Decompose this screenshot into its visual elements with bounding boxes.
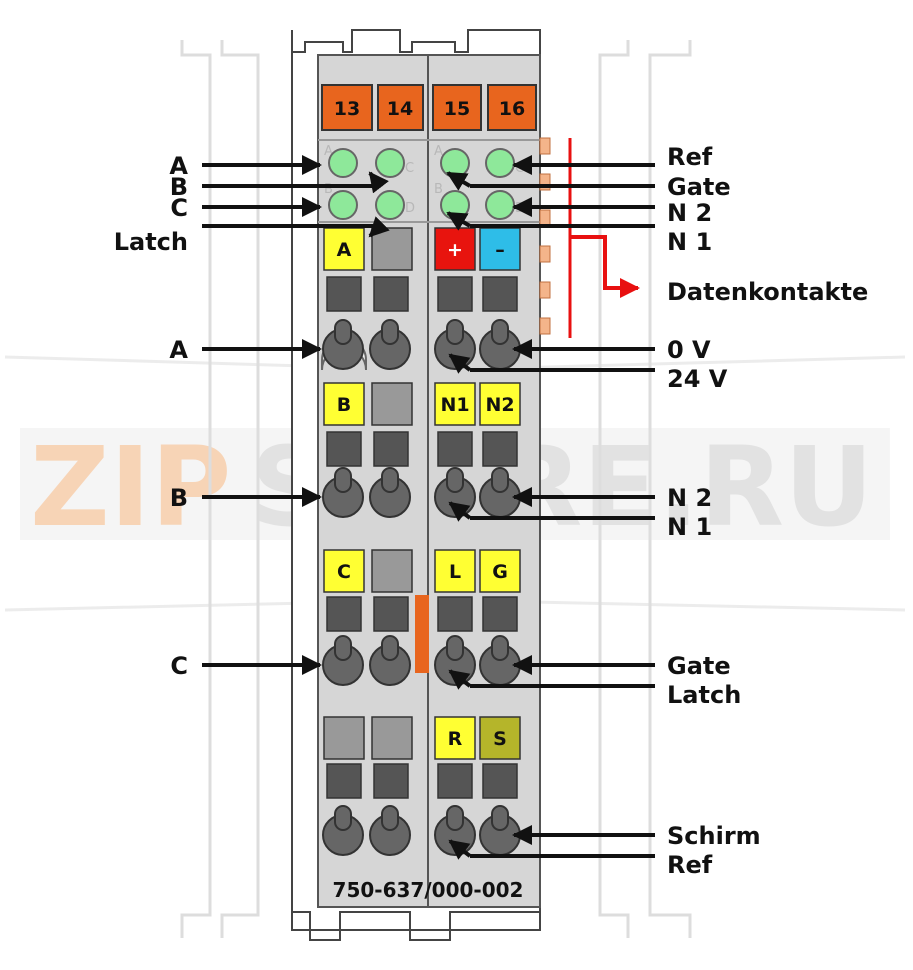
marker-l: [434, 549, 476, 593]
label-row1-a: A: [169, 336, 188, 364]
marker-n1-label: N1: [440, 394, 469, 416]
terminal-15: [432, 84, 482, 131]
marker-c-label: C: [337, 561, 351, 583]
terminal-16: [487, 84, 537, 131]
row-1: A + –: [321, 227, 521, 371]
arrows-right: [446, 155, 655, 860]
row-3: C L G: [322, 549, 521, 686]
label-row3-gate: Gate: [667, 652, 731, 680]
data-contacts-indicator: [568, 138, 640, 338]
led-letter-left-a: A: [324, 144, 333, 159]
label-data-contacts: Datenkontakte: [667, 278, 868, 306]
led-d-left: [375, 190, 405, 220]
label-row4-ref: Ref: [667, 851, 713, 879]
terminal-16-label: 16: [499, 98, 525, 120]
marker-blank: [371, 227, 413, 271]
label-row2-n2: N 2: [667, 484, 712, 512]
arrows-left: [202, 155, 390, 675]
labels-left: A B C Latch A B C: [114, 152, 189, 680]
marker-r: [434, 716, 476, 760]
row-2: B N1 N2: [322, 382, 521, 518]
led-letter-right-b: B: [434, 182, 443, 197]
marker-l-label: L: [449, 561, 461, 583]
label-led-gate: Gate: [667, 173, 731, 201]
label-row2-n1: N 1: [667, 513, 712, 541]
row-4: R S: [322, 716, 521, 856]
label-led-a: A: [169, 152, 188, 180]
led-d-right: [485, 190, 515, 220]
marker-blank-4b: [371, 716, 413, 760]
terminal-number-group: 13 14 15 16: [321, 84, 537, 131]
label-led-b: B: [170, 173, 188, 201]
label-row4-schirm: Schirm: [667, 822, 761, 850]
terminal-15-label: 15: [444, 98, 470, 120]
led-c-left: [375, 148, 405, 178]
ghost-outline: [180, 40, 692, 938]
marker-blank-3: [371, 549, 413, 593]
led-c-right: [485, 148, 515, 178]
model-number: 750-637/000-002: [333, 878, 524, 902]
label-row3-latch: Latch: [667, 681, 741, 709]
data-contacts: [539, 137, 551, 335]
label-led-ref: Ref: [667, 143, 713, 171]
marker-s: [479, 716, 521, 760]
terminal-14: [377, 84, 424, 131]
led-a-right: [440, 148, 470, 178]
marker-s-label: S: [493, 728, 507, 750]
led-b-right: [440, 190, 470, 220]
label-row1-0v: 0 V: [667, 336, 711, 364]
terminal-13-label: 13: [334, 98, 360, 120]
marker-a: [323, 227, 365, 271]
marker-c: [323, 549, 365, 593]
led-group: A B C D A B C D: [324, 144, 525, 220]
led-a-left: [328, 148, 358, 178]
marker-g: [479, 549, 521, 593]
label-led-n2: N 2: [667, 199, 712, 227]
marker-n2-label: N2: [485, 394, 514, 416]
label-row2-b: B: [170, 484, 188, 512]
marker-b-label: B: [337, 394, 351, 416]
label-row1-24v: 24 V: [667, 365, 728, 393]
marker-g-label: G: [492, 561, 508, 583]
marker-plus-label: +: [447, 239, 463, 261]
marker-b: [323, 382, 365, 426]
led-letter-left-d: D: [405, 201, 415, 216]
labels-right: Ref Gate N 2 N 1 Datenkontakte 0 V 24 V …: [667, 143, 868, 879]
marker-n1: [434, 382, 476, 426]
label-led-n1: N 1: [667, 228, 712, 256]
marker-plus: [434, 227, 476, 271]
label-row3-c: C: [170, 652, 188, 680]
terminal-13: [321, 84, 373, 131]
led-letter-left-c: C: [405, 161, 414, 176]
marker-blank-4a: [323, 716, 365, 760]
label-led-c: C: [170, 194, 188, 222]
watermark-prefix: ZIP: [30, 423, 231, 551]
led-b-left: [328, 190, 358, 220]
label-led-latch: Latch: [114, 228, 188, 256]
marker-a-label: A: [337, 239, 352, 261]
led-letter-left-b: B: [324, 182, 333, 197]
marker-n2: [479, 382, 521, 426]
led-letter-right-a: A: [434, 144, 443, 159]
marker-minus: [479, 227, 521, 271]
marker-r-label: R: [448, 728, 463, 750]
terminal-14-label: 14: [387, 98, 413, 120]
marker-blank-2: [371, 382, 413, 426]
marker-minus-label: –: [495, 239, 505, 261]
